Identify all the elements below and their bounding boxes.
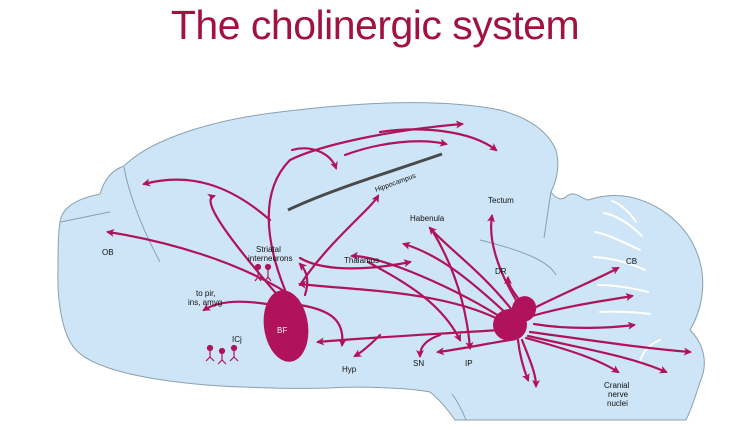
label-icj: ICj: [232, 335, 242, 344]
label-dr: DR: [495, 267, 507, 276]
bf-nucleus: [263, 290, 309, 362]
label-thalamus: Thalamus: [344, 256, 379, 265]
label-ob: OB: [102, 248, 114, 257]
label-bf: BF: [277, 326, 287, 335]
label-tectum: Tectum: [488, 196, 514, 205]
icj-neuron-icons: [205, 344, 239, 365]
label-interneurons: interneurons: [248, 254, 292, 263]
label-cranial: Cranial: [604, 381, 630, 390]
cerebellum-folia: [593, 200, 661, 363]
label-nerve: nerve: [608, 390, 629, 399]
striatal-interneuron-icons: [254, 263, 272, 282]
label-ins-amyg: ins, amyg: [188, 298, 222, 307]
brainstem-nucleus: [493, 296, 537, 341]
label-striatal: Striatal: [256, 245, 281, 254]
label-sn: SN: [413, 359, 424, 368]
label-to-pir: to pir,: [196, 289, 216, 298]
label-hyp: Hyp: [342, 365, 357, 374]
label-habenula: Habenula: [410, 214, 445, 223]
brainstem-pathways: [298, 214, 692, 388]
hippocampus-structure: [287, 152, 443, 212]
label-nuclei: nuclei: [607, 399, 628, 408]
label-cb: CB: [626, 257, 637, 266]
label-ip: IP: [465, 359, 473, 368]
diagram-title: The cholinergic system: [170, 2, 580, 48]
